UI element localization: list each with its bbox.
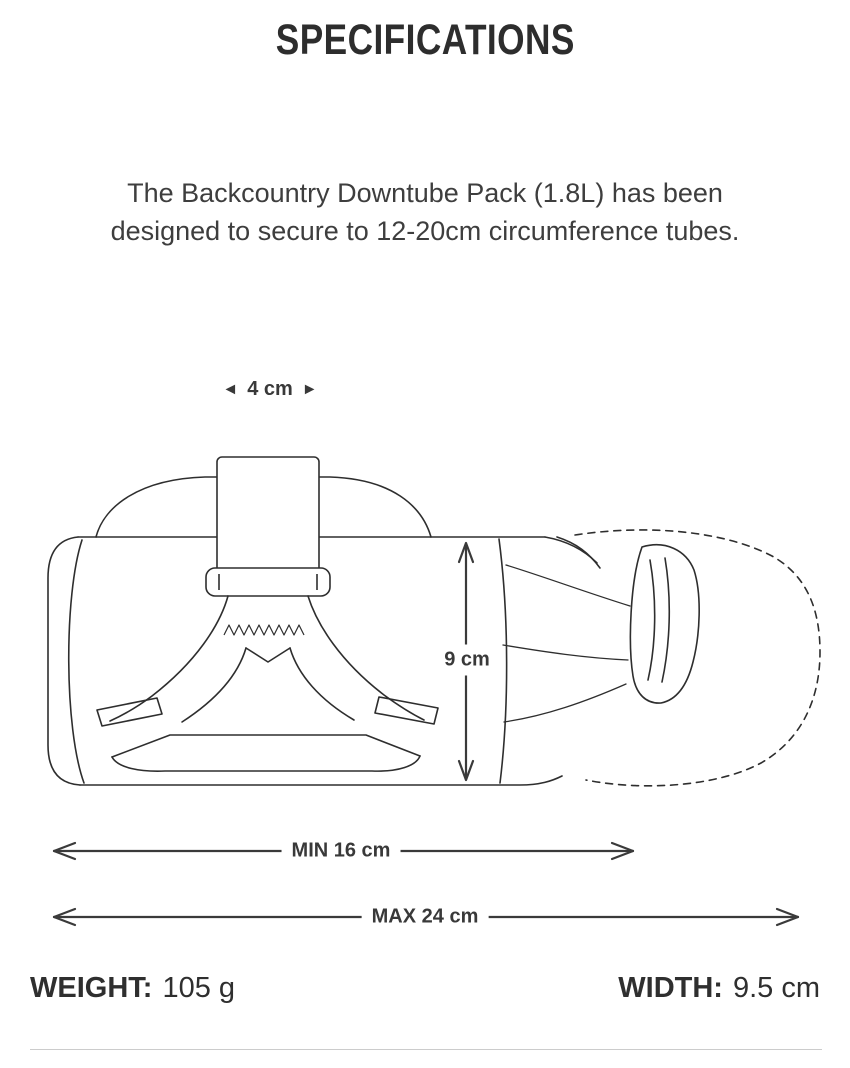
max-width-dimension-label: MAX 24 cm — [361, 901, 489, 933]
height-dimension-label: 9 cm — [434, 644, 500, 676]
min-width-dimension-label: MIN 16 cm — [281, 835, 401, 867]
width-label: WIDTH: — [618, 972, 723, 1004]
arrow-left-icon: ◄ — [222, 380, 239, 398]
buckle — [205, 567, 331, 597]
max-extension-dashed-outline — [574, 529, 821, 787]
strap-yoke — [96, 595, 439, 772]
arrow-right-icon: ► — [301, 380, 318, 398]
bottom-divider — [30, 1049, 822, 1050]
width-value: 9.5 cm — [732, 972, 820, 1004]
intro-line-1: The Backcountry Downtube Pack (1.8L) has… — [127, 178, 723, 208]
stitching-zigzag — [223, 624, 305, 636]
roll-closure — [544, 536, 700, 704]
page-title: SPECIFICATIONS — [275, 16, 575, 64]
width-spec: WIDTH: 9.5 cm — [618, 972, 820, 1005]
intro-text: The Backcountry Downtube Pack (1.8L) has… — [0, 174, 850, 250]
specs-row: WEIGHT: 105 g WIDTH: 9.5 cm — [30, 972, 820, 1005]
strap-width-value: 4 cm — [247, 378, 293, 400]
weight-spec: WEIGHT: 105 g — [30, 972, 235, 1005]
intro-line-2: designed to secure to 12-20cm circumfere… — [110, 216, 740, 246]
pack-body-outline — [47, 536, 563, 786]
weight-label: WEIGHT: — [30, 972, 153, 1004]
weight-value: 105 g — [162, 972, 236, 1004]
crumple-lines — [502, 564, 631, 723]
strap-width-dimension-label: ◄ 4 cm ► — [222, 378, 317, 401]
